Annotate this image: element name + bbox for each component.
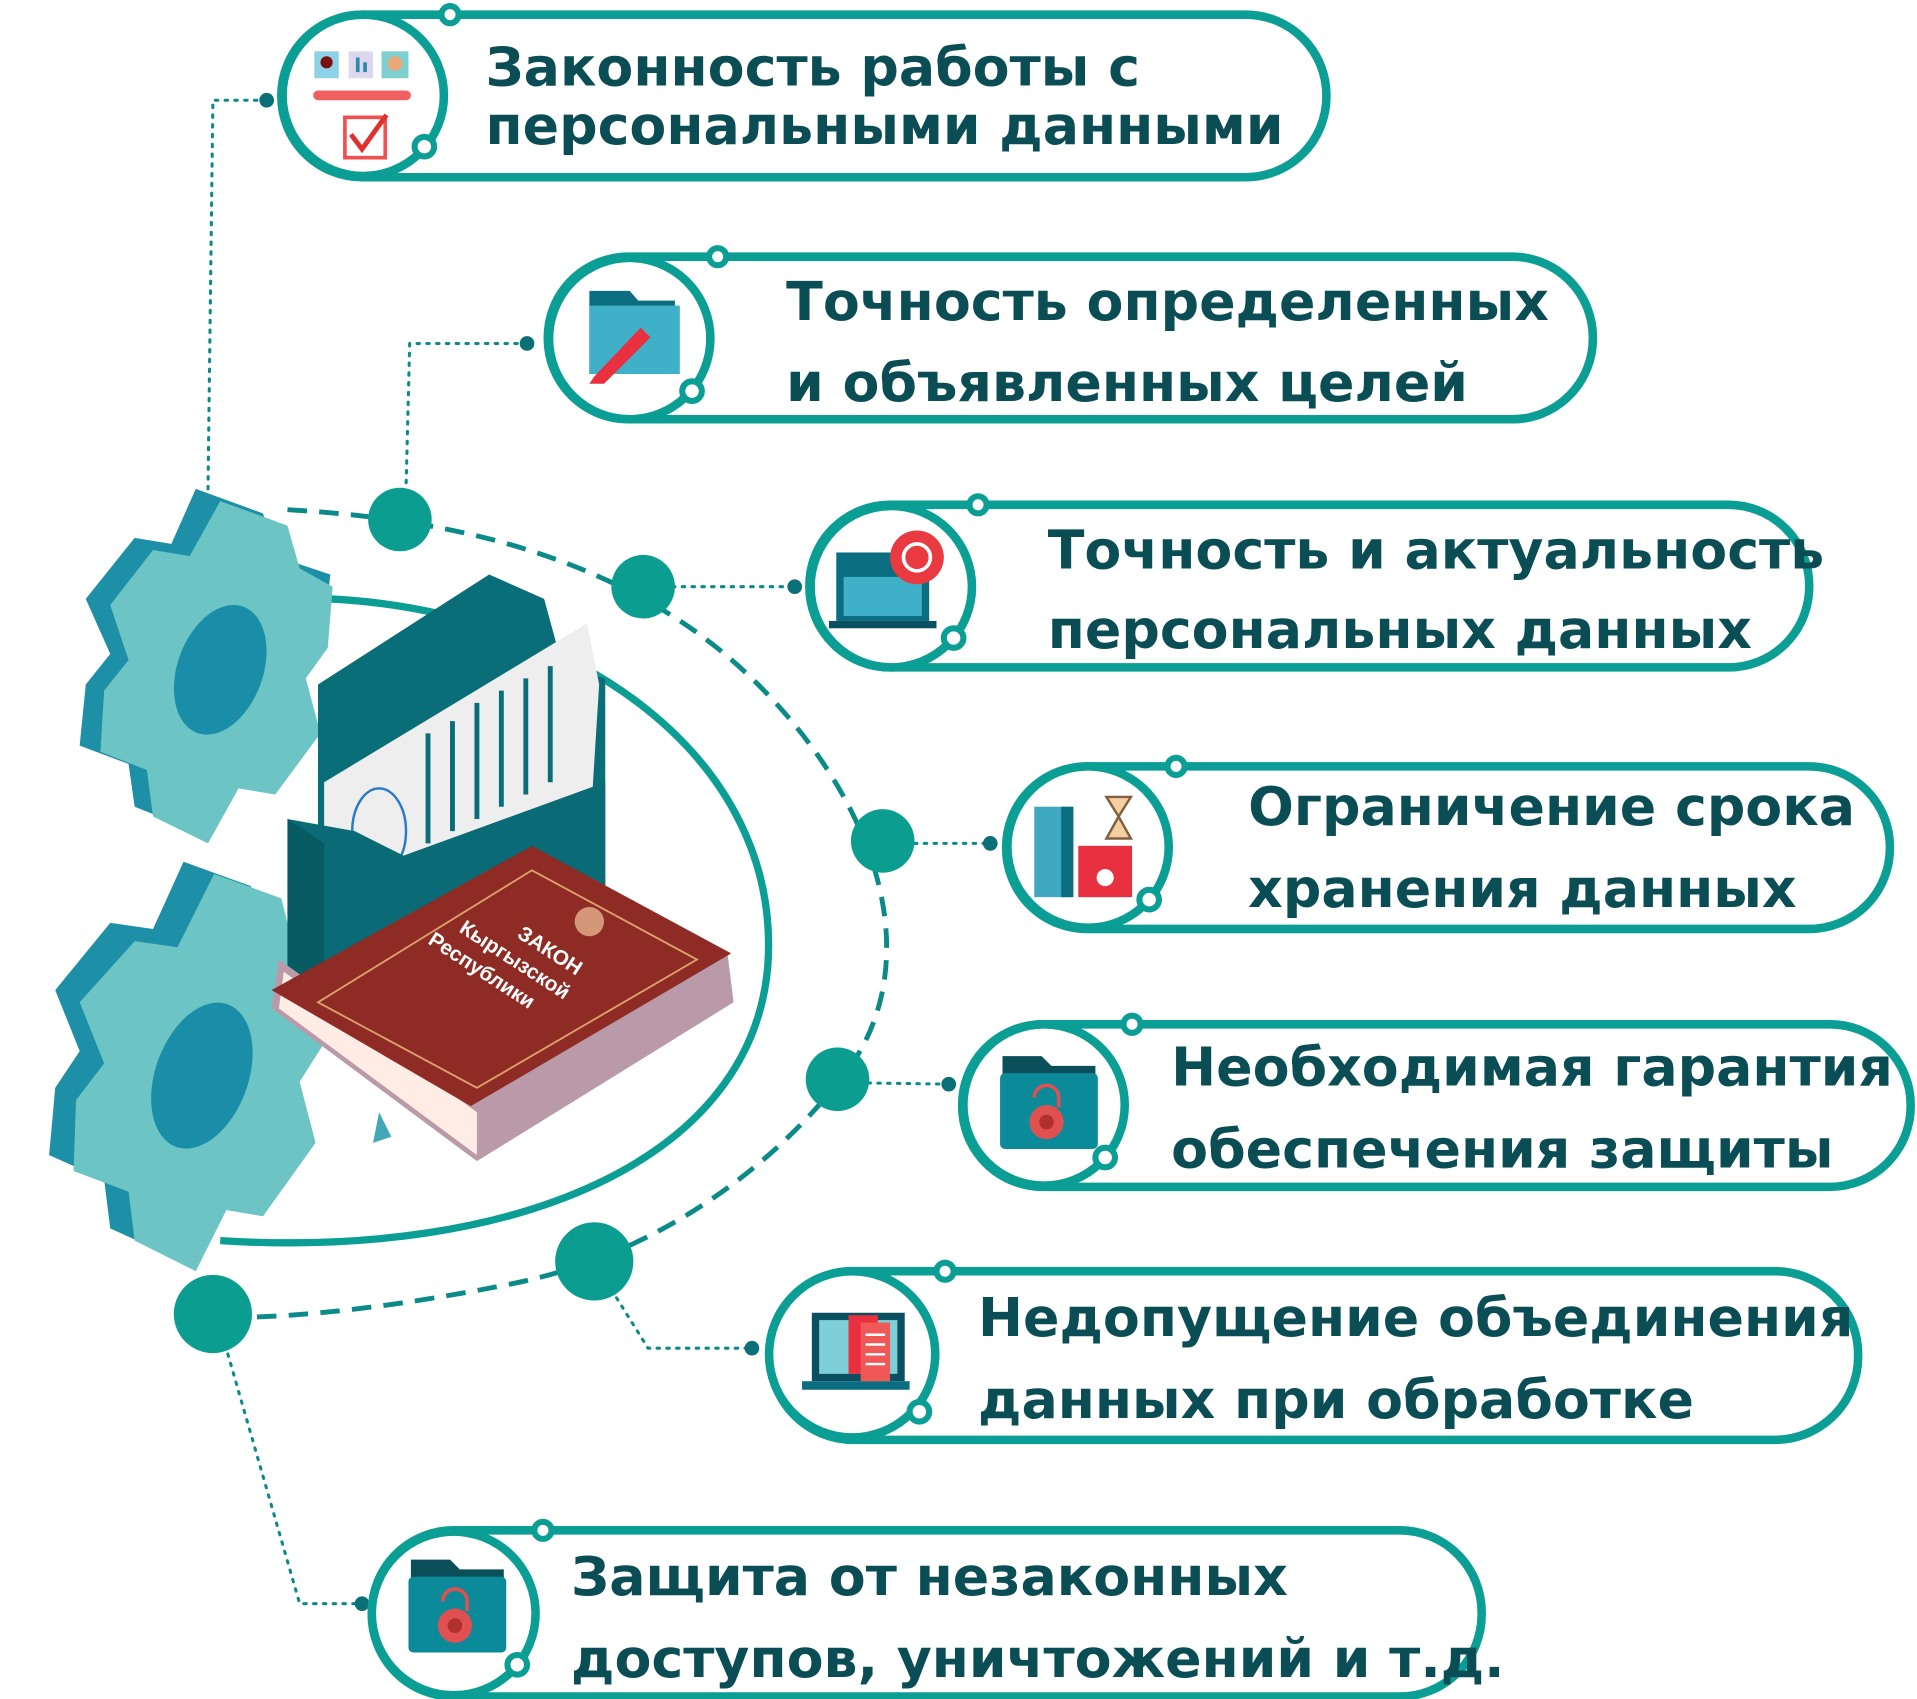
principle-5-line-2: обеспечения защиты: [1171, 1117, 1833, 1180]
folder-pencil-icon: [589, 290, 680, 384]
arc-nodes: [173, 487, 915, 1354]
hourglass-floppy-icon: [1034, 795, 1134, 898]
principle-4-line-1: Ограничение срока: [1248, 775, 1855, 838]
checklist-icon: [313, 51, 411, 160]
principle-4-line-2: хранения данных: [1248, 857, 1796, 920]
principle-3-line-1: Точность и актуальность: [1048, 518, 1825, 581]
principle-card-6: Недопущение объединения данных при обраб…: [764, 1259, 1863, 1445]
folder-lock-icon: [408, 1559, 507, 1653]
principle-3-line-2: персональных данных: [1048, 598, 1752, 661]
monitor-documents-icon: [802, 1312, 910, 1390]
principle-7-line-2: доступов, уничтожений и т.д.: [571, 1627, 1505, 1690]
principle-5-line-1: Необходимая гарантия: [1171, 1035, 1893, 1098]
principle-card-4: Ограничение срока хранения данных: [1001, 754, 1895, 934]
laptop-refresh-icon: [828, 530, 944, 629]
principle-1-line-1: Законность работы с: [485, 36, 1140, 99]
gear-icon-top: [79, 488, 333, 844]
principle-card-2: Точность определенных и объявленных целе…: [543, 245, 1598, 424]
principle-card-5: Необходимая гарантия обеспечения защиты: [957, 1012, 1915, 1192]
gear-icon-bottom: [49, 861, 328, 1272]
principle-card-3: Точность и актуальность персональных дан…: [805, 493, 1825, 672]
principle-card-7: Защита от незаконных доступов, уничтожен…: [367, 1518, 1505, 1699]
principle-6-line-1: Недопущение объединения: [978, 1286, 1853, 1349]
connectors: [206, 92, 998, 1611]
law-book-illustration: ЗАКОН Кыргызской Республики: [271, 845, 734, 1162]
principle-7-line-1: Защита от незаконных: [571, 1545, 1288, 1608]
principle-6-line-2: данных при обработке: [978, 1368, 1694, 1431]
principle-2-line-1: Точность определенных: [786, 270, 1549, 333]
principle-2-line-2: и объявленных целей: [786, 351, 1468, 414]
folder-lock-icon: [1000, 1056, 1098, 1149]
dashed-arc: [220, 507, 889, 1321]
principle-1-line-2: персональными данными: [485, 94, 1283, 157]
principle-card-1: Законность работы с персональными данным…: [277, 3, 1331, 182]
